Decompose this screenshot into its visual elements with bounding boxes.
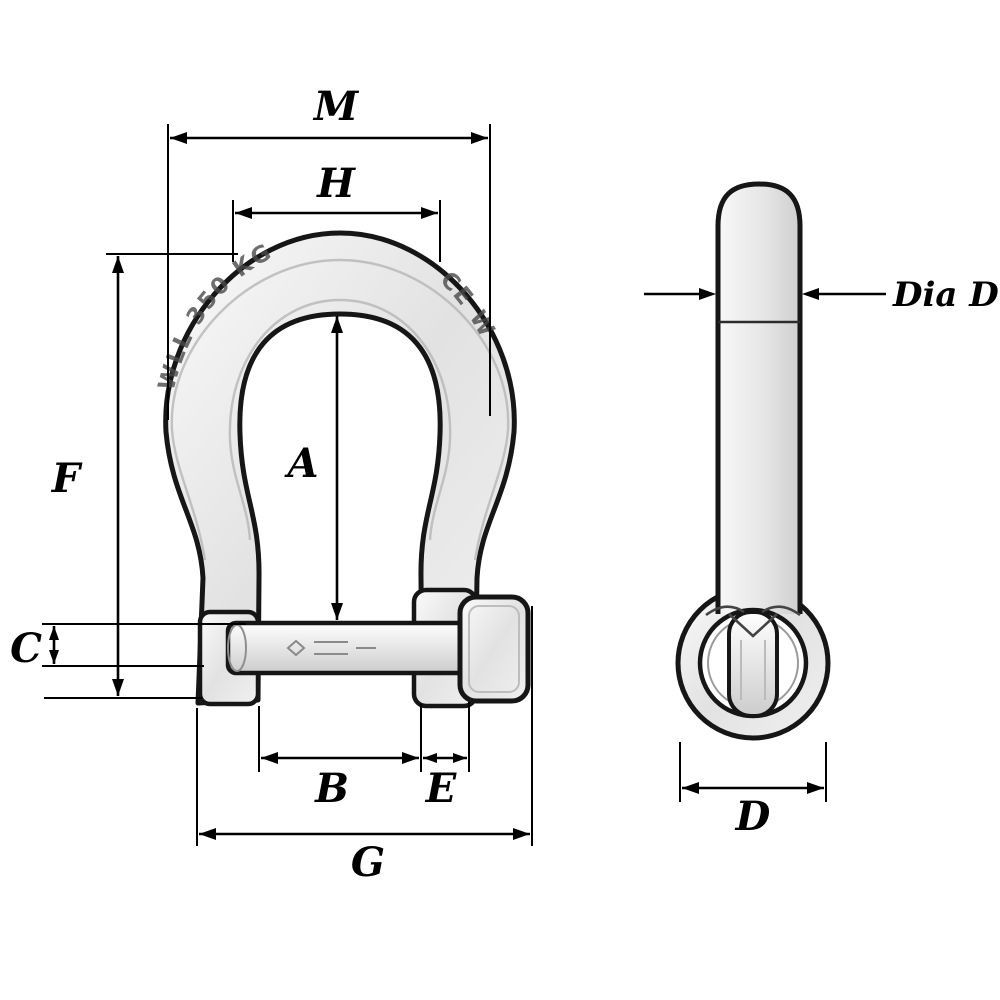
arrowhead	[170, 132, 187, 144]
arrowhead	[112, 679, 124, 696]
dim-label-m: M	[312, 83, 360, 130]
locking-bar-notch	[728, 613, 778, 638]
arrowhead	[49, 626, 59, 640]
arrowhead	[402, 752, 419, 764]
arrowhead	[699, 288, 716, 300]
dimension-m: M	[167, 83, 491, 420]
arrowhead	[112, 256, 124, 273]
dim-label-c: C	[10, 625, 42, 672]
bow-shading-inner	[228, 298, 452, 541]
dim-label-f: F	[51, 455, 83, 502]
arrowhead	[261, 752, 278, 764]
arrowhead	[807, 782, 824, 794]
pin-side-view: Dia D D	[644, 181, 999, 840]
arrowhead	[513, 828, 530, 840]
arrowhead	[802, 288, 819, 300]
arrowhead	[421, 207, 438, 219]
arrowhead	[199, 828, 216, 840]
arrowhead	[331, 603, 343, 620]
dim-label-b: B	[314, 765, 349, 812]
dimension-f: F	[44, 253, 238, 699]
bow-shading-outer	[170, 258, 510, 561]
dim-label-d: D	[735, 793, 771, 840]
dimension-g: G	[196, 606, 533, 886]
locking-bar	[727, 610, 779, 718]
dimension-d: D	[679, 742, 827, 840]
dim-label-g: G	[351, 839, 385, 886]
arrowhead	[471, 132, 488, 144]
arrowhead	[235, 207, 252, 219]
eye-hook-right	[761, 605, 801, 617]
dimension-c: C	[10, 623, 246, 672]
front-view: WLL 350 KG CE W M	[10, 83, 533, 886]
arrowhead	[682, 782, 699, 794]
pin-head	[457, 594, 531, 704]
arrowhead	[49, 650, 59, 664]
pin-shaft-front	[225, 620, 469, 676]
arrowhead	[453, 753, 467, 763]
dim-label-e: E	[425, 765, 457, 812]
arrowhead	[423, 753, 437, 763]
dimension-b: B	[258, 704, 422, 812]
pin-head-bevel	[468, 605, 520, 693]
dimension-e: E	[423, 702, 470, 812]
dim-label-a: A	[283, 440, 318, 487]
eye-hook-left	[705, 605, 745, 617]
arrowhead	[331, 316, 343, 333]
pin-shaft-side	[715, 181, 803, 614]
dimension-a: A	[283, 316, 343, 620]
pin-engraving	[286, 639, 376, 657]
dim-label-dia-d: Dia D	[892, 275, 999, 315]
dimension-h: H	[232, 160, 441, 262]
dim-label-h: H	[316, 160, 356, 207]
dimension-dia-d: Dia D	[644, 275, 999, 315]
